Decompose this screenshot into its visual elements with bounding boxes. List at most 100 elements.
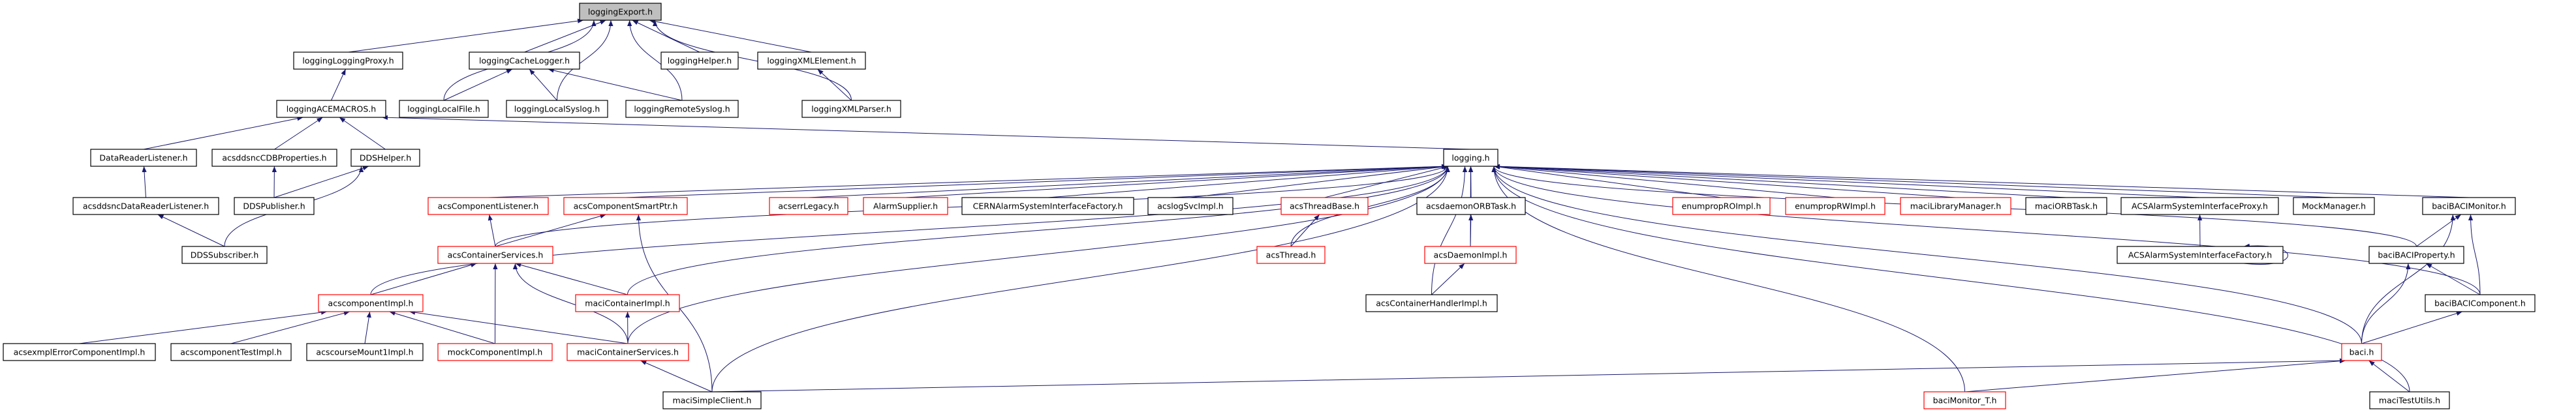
node-acsThread[interactable]: acsThread.h [1256,246,1326,264]
node-box[interactable] [2117,246,2284,264]
node-acsComponentSmartPtr[interactable]: acsComponentSmartPtr.h [563,197,688,215]
node-box[interactable] [1424,246,1517,264]
node-maciContainerServices[interactable]: maciContainerServices.h [566,343,689,361]
node-box[interactable] [469,52,580,70]
node-loggingCacheLogger[interactable]: loggingCacheLogger.h [469,52,580,70]
node-box[interactable] [1672,197,1771,215]
node-box[interactable] [2025,197,2107,215]
node-acslogSvcImpl[interactable]: acslogSvcImpl.h [1147,197,1234,215]
node-box[interactable] [293,52,403,70]
node-loggingXMLElement[interactable]: loggingXMLElement.h [757,52,866,70]
node-acscourseMount1Impl[interactable]: acscourseMount1Impl.h [306,343,424,361]
node-logging[interactable]: logging.h [1443,149,1498,167]
node-box[interactable] [399,100,489,118]
node-acsdaemonORBTask[interactable]: acsdaemonORBTask.h [1416,197,1526,215]
node-acsexmplErrorComponentImpl[interactable]: acsexmplErrorComponentImpl.h [3,343,156,361]
node-baciBACIComponent[interactable]: baciBACIComponent.h [2425,294,2536,312]
node-box[interactable] [1416,197,1526,215]
node-loggingACEMACROS[interactable]: loggingACEMACROS.h [276,100,386,118]
node-baciBACIProperty[interactable]: baciBACIProperty.h [2368,246,2464,264]
node-DDSHelper[interactable]: DDSHelper.h [350,149,420,167]
node-DDSSubscriber[interactable]: DDSSubscriber.h [181,246,268,264]
node-baciMonitor_T[interactable]: baciMonitor_T.h [1923,391,2006,409]
node-box[interactable] [90,149,197,167]
node-box[interactable] [662,391,762,409]
node-box[interactable] [170,343,292,361]
node-box[interactable] [579,3,662,21]
node-box[interactable] [437,246,553,264]
node-maciLibraryManager[interactable]: maciLibraryManager.h [1900,197,2011,215]
node-acsContainerServices[interactable]: acsContainerServices.h [437,246,553,264]
node-box[interactable] [318,294,424,312]
node-maciORBTask[interactable]: maciORBTask.h [2025,197,2107,215]
node-ACSAlarmSystemInterfaceFactory[interactable]: ACSAlarmSystemInterfaceFactory.h [2117,246,2284,264]
node-acserrLegacy[interactable]: acserrLegacy.h [769,197,848,215]
node-CERNAlarmSystemInterfaceFactory[interactable]: CERNAlarmSystemInterfaceFactory.h [961,197,1134,215]
node-baciBACIMonitor[interactable]: baciBACIMonitor.h [2422,197,2516,215]
node-MockManager[interactable]: MockManager.h [2293,197,2375,215]
node-box[interactable] [181,246,268,264]
node-DataReaderListener[interactable]: DataReaderListener.h [90,149,197,167]
node-enumpropROImpl[interactable]: enumpropROImpl.h [1672,197,1771,215]
node-acscomponentImpl[interactable]: acscomponentImpl.h [318,294,424,312]
node-acsComponentListener[interactable]: acsComponentListener.h [427,197,549,215]
node-box[interactable] [1365,294,1498,312]
node-box[interactable] [575,294,680,312]
node-box[interactable] [350,149,420,167]
node-box[interactable] [2293,197,2375,215]
node-loggingExport[interactable]: loggingExport.h [579,3,662,21]
node-mockComponentImpl[interactable]: mockComponentImpl.h [437,343,553,361]
node-box[interactable] [306,343,424,361]
node-box[interactable] [427,197,549,215]
node-loggingHelper[interactable]: loggingHelper.h [660,52,739,70]
node-loggingRemoteSyslog[interactable]: loggingRemoteSyslog.h [625,100,739,118]
node-acsContainerHandlerImpl[interactable]: acsContainerHandlerImpl.h [1365,294,1498,312]
node-box[interactable] [769,197,848,215]
node-box[interactable] [801,100,901,118]
node-box[interactable] [1256,246,1326,264]
node-box[interactable] [2120,197,2279,215]
node-box[interactable] [1443,149,1498,167]
node-AlarmSupplier[interactable]: AlarmSupplier.h [863,197,948,215]
node-box[interactable] [506,100,608,118]
node-box[interactable] [2422,197,2516,215]
node-box[interactable] [3,343,156,361]
node-acsThreadBase[interactable]: acsThreadBase.h [1280,197,1369,215]
node-maciContainerImpl[interactable]: maciContainerImpl.h [575,294,680,312]
node-loggingLocalFile[interactable]: loggingLocalFile.h [399,100,489,118]
node-box[interactable] [863,197,948,215]
node-box[interactable] [276,100,386,118]
node-enumpropRWImpl[interactable]: enumpropRWImpl.h [1785,197,1885,215]
node-box[interactable] [563,197,688,215]
node-acsddsncCDBProperties[interactable]: acsddsncCDBProperties.h [211,149,337,167]
node-box[interactable] [1147,197,1234,215]
node-box[interactable] [660,52,739,70]
node-acsddsncDataReaderListener[interactable]: acsddsncDataReaderListener.h [72,197,219,215]
node-box[interactable] [757,52,866,70]
node-box[interactable] [2368,246,2464,264]
node-box[interactable] [2425,294,2536,312]
node-loggingXMLParser[interactable]: loggingXMLParser.h [801,100,901,118]
node-maciTestUtils[interactable]: maciTestUtils.h [2369,391,2450,409]
node-box[interactable] [961,197,1134,215]
node-loggingLoggingProxy[interactable]: loggingLoggingProxy.h [293,52,403,70]
node-box[interactable] [2341,343,2382,361]
node-box[interactable] [1900,197,2011,215]
node-box[interactable] [2369,391,2450,409]
node-acscomponentTestImpl[interactable]: acscomponentTestImpl.h [170,343,292,361]
node-box[interactable] [437,343,553,361]
node-maciSimpleClient[interactable]: maciSimpleClient.h [662,391,762,409]
node-box[interactable] [1923,391,2006,409]
node-ACSAlarmSystemInterfaceProxy[interactable]: ACSAlarmSystemInterfaceProxy.h [2120,197,2279,215]
node-baci[interactable]: baci.h [2341,343,2382,361]
node-box[interactable] [566,343,689,361]
node-loggingLocalSyslog[interactable]: loggingLocalSyslog.h [506,100,608,118]
node-box[interactable] [72,197,219,215]
node-box[interactable] [1280,197,1369,215]
node-acsDaemonImpl[interactable]: acsDaemonImpl.h [1424,246,1517,264]
node-box[interactable] [211,149,337,167]
node-box[interactable] [625,100,739,118]
node-box[interactable] [1785,197,1885,215]
node-DDSPublisher[interactable]: DDSPublisher.h [234,197,315,215]
node-box[interactable] [234,197,315,215]
